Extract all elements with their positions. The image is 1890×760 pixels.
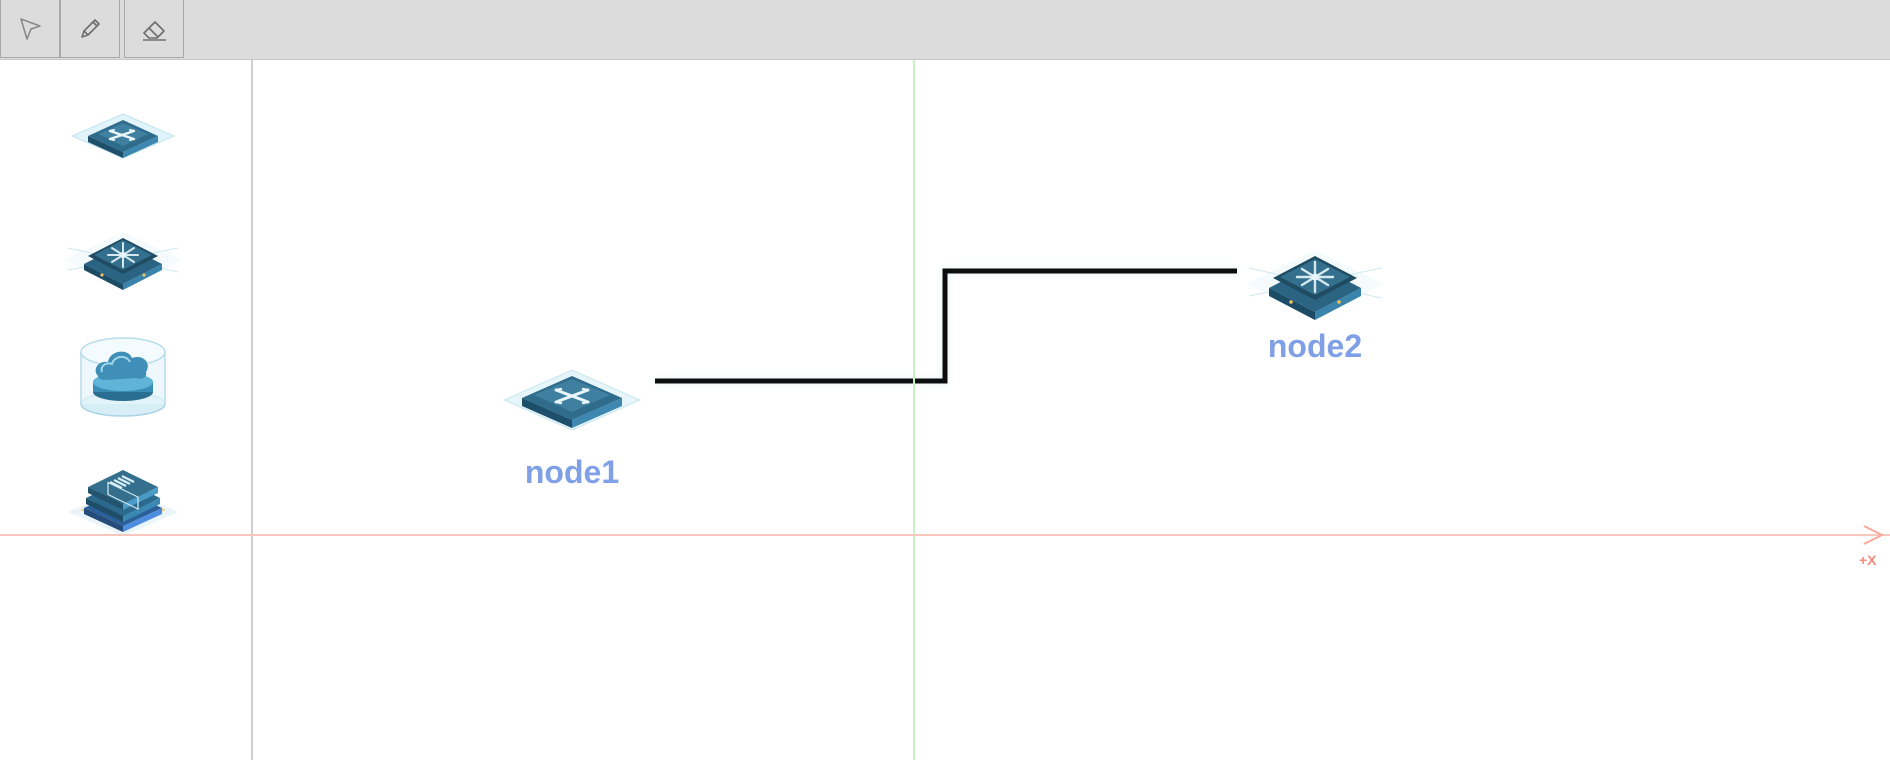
x-axis-arrow-icon: [1863, 525, 1885, 545]
pencil-icon: [81, 18, 100, 38]
pointer-arrow-icon: [20, 17, 41, 40]
server-stack-icon: [68, 470, 178, 536]
select-tool-button[interactable]: [0, 0, 60, 58]
device-palette: [0, 60, 253, 760]
eraser-icon: [143, 20, 166, 41]
x-axis-label: +X: [1859, 552, 1877, 568]
draw-tool-button[interactable]: [60, 0, 120, 58]
switch-device-icon: [502, 369, 642, 431]
palette-item-server[interactable]: [62, 456, 184, 552]
link-node1-node2[interactable]: [655, 268, 1237, 384]
erase-tool-button[interactable]: [124, 0, 184, 58]
toolbar: [0, 0, 1890, 60]
router-device-icon: [64, 232, 182, 290]
node-node1[interactable]: node1: [492, 350, 652, 500]
router-device-icon: [1247, 250, 1383, 320]
node-label: node1: [524, 454, 620, 490]
x-axis-line: [0, 534, 1890, 536]
switch-device-icon: [70, 113, 176, 159]
y-axis-line: [913, 60, 915, 760]
link-layer: [655, 268, 1237, 384]
palette-item-switch[interactable]: [62, 96, 184, 192]
cloud-device-icon: [80, 337, 166, 417]
palette-item-cloud[interactable]: [62, 326, 184, 422]
palette-item-router[interactable]: [62, 218, 184, 314]
node-node2[interactable]: node2: [1235, 232, 1395, 382]
topology-canvas[interactable]: node1 node2: [253, 60, 1890, 760]
node-label: node2: [1267, 328, 1363, 364]
